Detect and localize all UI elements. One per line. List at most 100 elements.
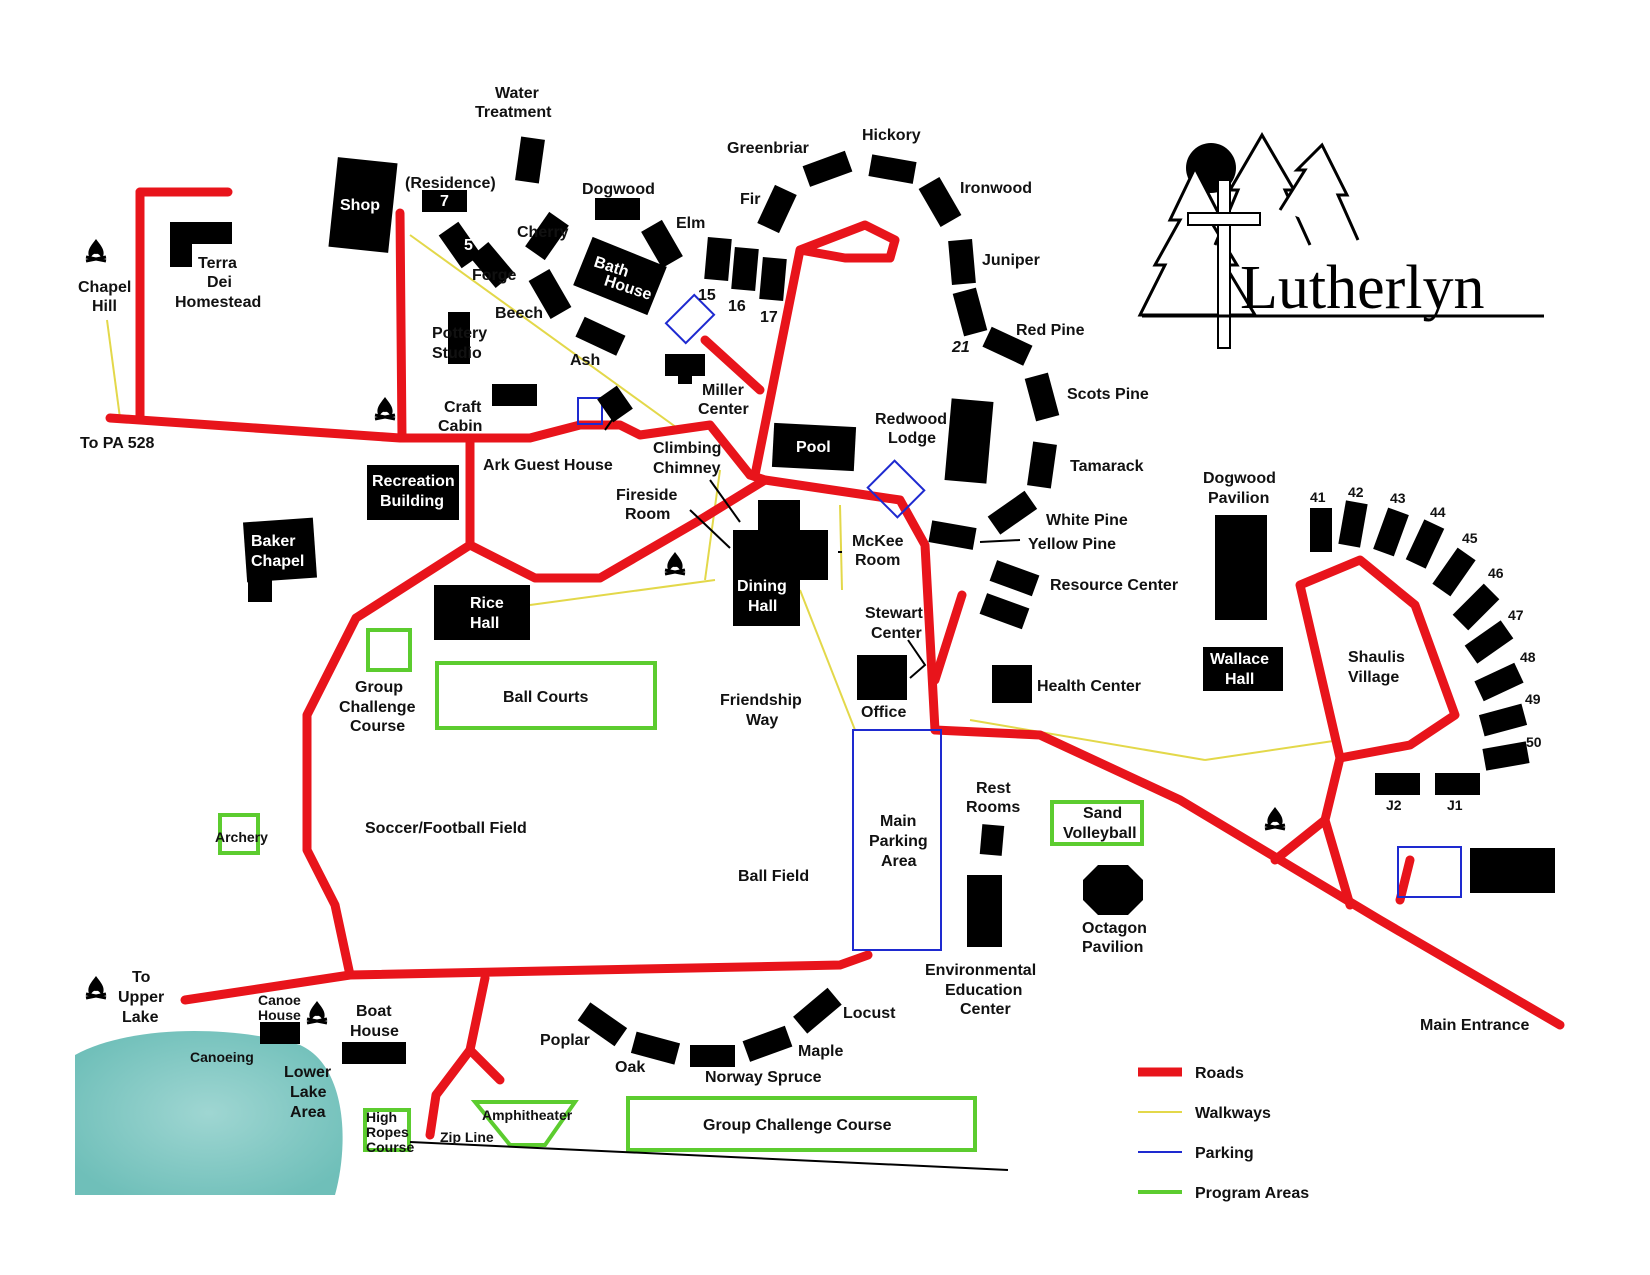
- label-to-upper-lake-2: Upper: [118, 989, 164, 1006]
- label-main-parking-2: Parking: [869, 833, 928, 850]
- label-octagon-pavilion-2: Pavilion: [1082, 939, 1143, 956]
- label-zip-line: Zip Line: [440, 1129, 494, 1145]
- cabin-45: [1432, 547, 1476, 597]
- miller-center-stem: [678, 374, 692, 384]
- label-shop: Shop: [340, 197, 380, 214]
- label-boat-house-2: House: [350, 1023, 399, 1040]
- label-baker-chapel-1: Baker: [251, 533, 295, 550]
- environmental-education-center: [967, 875, 1002, 947]
- legend-walkways-label: Walkways: [1195, 1105, 1271, 1122]
- label-redwood-lodge-1: Redwood: [875, 411, 947, 428]
- cabin-5: [438, 221, 482, 269]
- label-rest-rooms-2: Rooms: [966, 799, 1020, 816]
- label-tamarack: Tamarack: [1070, 458, 1144, 475]
- scots-pine-cabin: [1024, 372, 1060, 422]
- label-fir: Fir: [740, 191, 760, 208]
- dining-hall-main: [733, 530, 828, 580]
- cabin-j1: [1435, 773, 1480, 795]
- resource-center-1: [989, 560, 1040, 597]
- label-climbing-chimney-1: Climbing: [653, 440, 721, 457]
- buildings: [170, 136, 1555, 1067]
- parking-miller: [664, 293, 716, 345]
- legend-roads-label: Roads: [1195, 1065, 1244, 1082]
- label-stewart-center-2: Center: [871, 625, 922, 642]
- label-cabin-44: 44: [1430, 504, 1446, 520]
- label-recreation-building-2: Building: [380, 493, 444, 510]
- building-east: [1470, 848, 1555, 893]
- label-baker-chapel-2: Chapel: [251, 553, 304, 570]
- label-norway-spruce: Norway Spruce: [705, 1069, 822, 1086]
- rest-rooms: [979, 824, 1005, 856]
- boat-house: [342, 1042, 406, 1064]
- office-building: [857, 655, 907, 700]
- label-cabin-j1: J1: [1447, 797, 1463, 813]
- forge: [469, 241, 515, 289]
- label-wallace-hall-1: Wallace: [1210, 651, 1269, 668]
- label-cabin-49: 49: [1525, 691, 1541, 707]
- label-canoe-house-1: Canoe: [258, 992, 301, 1008]
- cabin-42: [1338, 500, 1368, 548]
- label-friendship-way-1: Friendship: [720, 692, 802, 709]
- label-cabin-15: 15: [698, 287, 716, 304]
- label-pool: Pool: [796, 439, 831, 456]
- yellow-pine-cabin: [928, 520, 977, 550]
- label-miller-center-1: Miller: [702, 382, 744, 399]
- label-friendship-way-2: Way: [746, 712, 778, 729]
- label-high-ropes-3: Course: [366, 1139, 414, 1155]
- label-group-challenge-small-2: Challenge: [339, 699, 416, 716]
- label-terra-dei-2: Dei: [207, 274, 232, 291]
- cabin-16: [731, 247, 759, 291]
- hickory-cabin: [868, 154, 917, 184]
- label-ark-guest-house: Ark Guest House: [483, 457, 613, 474]
- poplar-cabin: [577, 1002, 628, 1047]
- canoe-house: [260, 1022, 300, 1044]
- label-cabin-41: 41: [1310, 489, 1326, 505]
- residence-7: [422, 190, 467, 212]
- greenbriar-cabin: [802, 150, 853, 187]
- norway-spruce-cabin: [690, 1045, 735, 1067]
- ball-courts: [435, 661, 657, 730]
- cabin-17: [759, 257, 787, 301]
- label-rice-hall-2: Hall: [470, 615, 499, 632]
- craft-cabin: [492, 384, 537, 406]
- label-group-challenge-small-3: Course: [350, 718, 405, 735]
- label-environmental-ed-3: Center: [960, 1001, 1011, 1018]
- cross-icon: [1187, 179, 1261, 349]
- lower-lake: [75, 1031, 343, 1195]
- label-oak: Oak: [615, 1059, 645, 1076]
- label-canoe-house-2: House: [258, 1007, 301, 1023]
- cabin-j2: [1375, 773, 1420, 795]
- label-terra-dei-1: Terra: [198, 255, 237, 272]
- bath-house: [573, 236, 667, 316]
- label-cabin-16: 16: [728, 298, 746, 315]
- walkways: [106, 234, 1341, 761]
- label-craft-cabin-1: Craft: [444, 399, 482, 416]
- baker-chapel-annex: [248, 578, 272, 602]
- label-fireside-room-2: Room: [625, 506, 670, 523]
- label-mckee-room-1: McKee: [852, 533, 904, 550]
- label-main-parking-3: Area: [881, 853, 917, 870]
- cherry-cabin: [525, 211, 569, 261]
- label-chapel-hill-2: Hill: [92, 298, 117, 315]
- cabin-50: [1482, 741, 1530, 771]
- label-locust: Locust: [843, 1005, 896, 1022]
- label-rest-rooms-1: Rest: [976, 780, 1011, 797]
- label-cabin-7: 7: [440, 193, 449, 210]
- label-octagon-pavilion-1: Octagon: [1082, 920, 1147, 937]
- label-dining-hall-1: Dining: [737, 578, 787, 595]
- label-to-upper-lake-1: To: [132, 969, 151, 986]
- tamarack-cabin: [1027, 441, 1057, 489]
- high-ropes-course: [363, 1108, 411, 1152]
- label-chapel-hill-1: Chapel: [78, 279, 131, 296]
- label-group-challenge-large: Group Challenge Course: [703, 1117, 892, 1134]
- label-ball-courts: Ball Courts: [503, 689, 588, 706]
- miller-center-building: [665, 354, 705, 376]
- wallace-hall: [1203, 647, 1283, 691]
- health-center: [992, 665, 1032, 703]
- label-boat-house-1: Boat: [356, 1003, 392, 1020]
- dining-hall-bottom: [733, 578, 800, 626]
- archery-range: [218, 813, 260, 855]
- label-climbing-chimney-2: Chimney: [653, 460, 721, 477]
- label-sand-volleyball-2: Volleyball: [1063, 825, 1137, 842]
